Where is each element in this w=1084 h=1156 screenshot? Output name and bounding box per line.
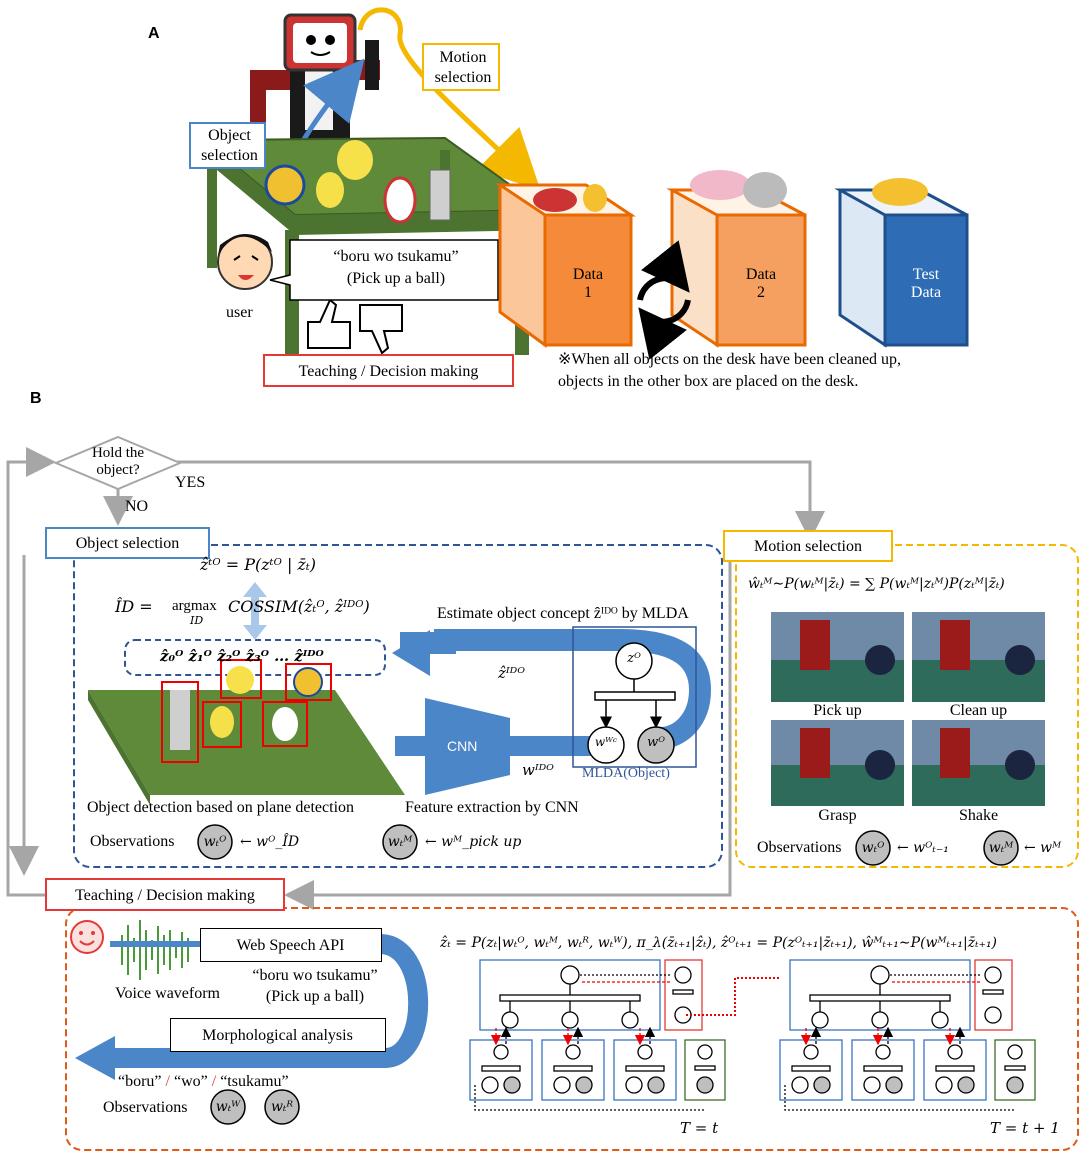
mlda-object-box (572, 626, 697, 768)
speech-loop-arrow (115, 934, 429, 1068)
motion-selection-arrow (357, 7, 541, 191)
mlda-graph (587, 642, 676, 764)
object-detection-caption: Object detection based on plane detectio… (87, 799, 355, 816)
motion-eq: ŵₜᴹ∼P(wₜᴹ|z̄ₜ) = ∑ P(wₜᴹ|zₜᴹ)P(zₜᴹ|z̄ₜ) (748, 576, 1005, 592)
graphical-model-t1 (779, 959, 1036, 1111)
obs-w-node: wₜᵂ (215, 1099, 241, 1115)
motion-shake: Shake (958, 807, 999, 824)
motion-pick-up: Pick up (813, 702, 862, 719)
swap-cycle-icon (637, 240, 691, 360)
t-right-label: T = t + 1 (990, 1119, 1060, 1137)
detection-table (88, 659, 405, 805)
utterance-line-2: (Pick up a ball) (346, 270, 446, 287)
obs-o-node-label: wₜᴼ (203, 834, 227, 850)
observations-label-teach: Observations (103, 1099, 188, 1116)
observations-label-motion: Observations (757, 839, 842, 856)
motion-obs-o-node: wₜᴼ (861, 840, 885, 856)
node-wc-label: wᵂᶜ (594, 735, 618, 749)
rabbit-toy (383, 176, 417, 224)
teaching-node: Teaching / Decision making (45, 878, 285, 911)
node-wo-label: wᴼ (647, 735, 665, 750)
teach-utterance-1: “boru wo tsukamu” (252, 967, 378, 984)
motion-photos (771, 612, 1045, 806)
data1-box (495, 183, 636, 348)
object-selection-node: Object selection (45, 527, 210, 559)
eq-id-right: COSSIM(ẑₜᴼ, ẑᴵᴰᴼ) (228, 597, 370, 616)
decision-diamond (53, 435, 183, 491)
obs-r-node: wₜᴿ (270, 1099, 294, 1115)
obs-m-val: ← wᴹ_pick up (425, 834, 522, 850)
graphical-model-t (469, 959, 726, 1111)
test-data-box (834, 178, 969, 348)
object-selection-label-a: Object selection (189, 122, 266, 169)
duck-toy (337, 140, 373, 180)
panel-b-label: B (30, 390, 42, 407)
voice-waveform-icon (121, 920, 189, 980)
z-id-label: ẑᴵᴰᴼ (498, 664, 525, 682)
similarity-arrow (243, 582, 267, 640)
cnn-label: CNN (447, 738, 478, 754)
user-avatar (217, 234, 273, 290)
motion-selection-region (735, 544, 1079, 868)
motion-obs-m-node: wₜᴹ (988, 840, 1014, 856)
panel-a-label: A (148, 25, 160, 42)
observation-nodes (197, 824, 1019, 1125)
data2-box (666, 170, 807, 348)
note-line-1: ※When all objects on the desk have been … (558, 351, 902, 368)
ball-toy (264, 164, 306, 206)
object-selection-region (73, 544, 723, 868)
user-label: user (226, 304, 253, 321)
speech-bubble (269, 239, 499, 301)
note-line-2: objects in the other box are placed on t… (558, 373, 859, 390)
motion-obs-m-val: ← wᴹ (1024, 840, 1062, 856)
motion-obs-o-val: ← wᴼₜ₋₁ (897, 840, 949, 856)
utterance-line-1: “boru wo tsukamu” (333, 248, 459, 265)
eq-id-left: ÎD = (115, 597, 153, 616)
t-left-label: T = t (680, 1119, 719, 1137)
obs-m-node-label: wₜᴹ (387, 834, 413, 850)
eq-zt: ẑᵗᴼ = P(zᵗᴼ | z̄ₜ) (200, 555, 317, 574)
graphical-model (469, 959, 1036, 1111)
word-list: “boru” / “wo” / “tsukamu” (118, 1073, 289, 1090)
yes-label: YES (175, 474, 206, 491)
mlda-label: MLDA(Object) (582, 766, 670, 781)
morph-analysis-box: Morphological analysis (170, 1018, 386, 1052)
w-id-label: wᴵᴰᴼ (522, 761, 554, 779)
motion-clean-up: Clean up (949, 702, 1008, 719)
no-label: NO (125, 498, 149, 515)
motion-grasp: Grasp (818, 807, 857, 824)
flow-arrows (6, 447, 825, 910)
latent-vectors: ẑ₀ᴼ ẑ₁ᴼ ẑ₂ᴼ ẑ₃ᴼ … ẑᴵᴰᴼ (160, 647, 324, 665)
feature-extraction-caption: Feature extraction by CNN (405, 799, 579, 816)
teaching-eq: ẑₜ = P(zₜ|wₜᴼ, wₜᴹ, wₜᴿ, wₜᵂ), π_λ(z̄ₜ₊₁… (440, 935, 998, 951)
obs-o-val: ← wᴼ_ÎD (240, 834, 300, 850)
panel-a-scene (202, 7, 969, 360)
voice-waveform-label: Voice waveform (115, 985, 220, 1002)
estimate-text: Estimate object concept ẑᴵᴰᴼ by MLDA (437, 605, 689, 622)
thumbs-icons (307, 298, 403, 355)
node-z-label: zᴼ (627, 651, 641, 666)
can-toy (429, 169, 451, 221)
motion-selection-label-a: Motion selection (422, 43, 500, 91)
mlda-loop-arrow (400, 629, 712, 749)
cnn-shape (425, 698, 510, 795)
teach-utterance-2: (Pick up a ball) (265, 988, 365, 1005)
teaching-label-a: Teaching / Decision making (263, 354, 514, 387)
smiley-icon (70, 920, 104, 954)
observations-label-object: Observations (90, 833, 175, 850)
eq-id-argmax: argmax (172, 598, 217, 614)
maraca-toy (316, 172, 344, 208)
web-speech-api-box: Web Speech API (200, 928, 382, 962)
motion-selection-node: Motion selection (723, 530, 893, 562)
teaching-region (65, 907, 1079, 1151)
eq-id-sub: ID (190, 614, 204, 627)
